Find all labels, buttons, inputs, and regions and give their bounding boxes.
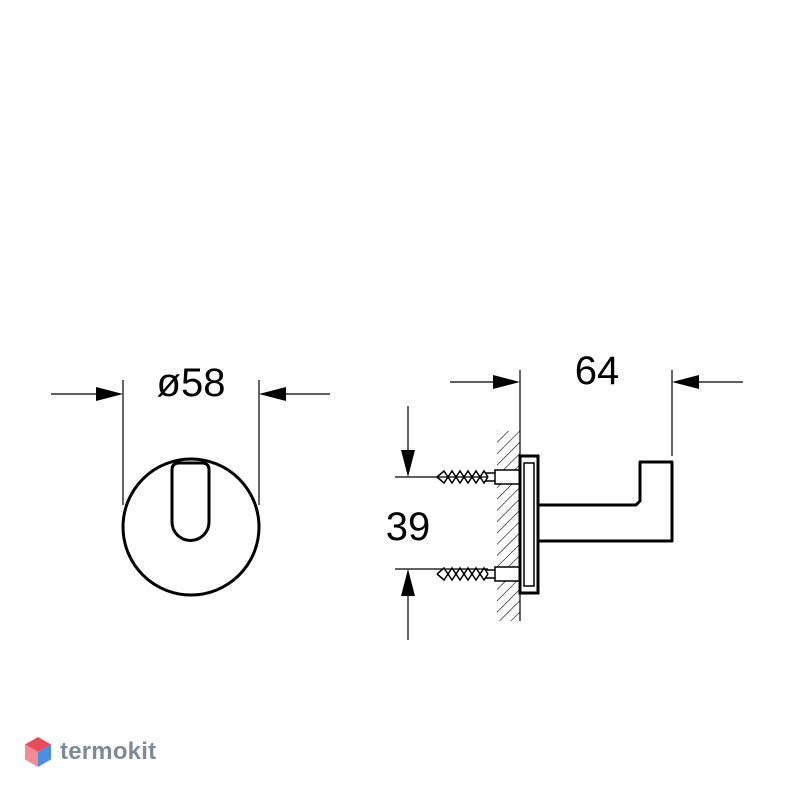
front-view: ø58 xyxy=(51,361,330,597)
height-arrow-bottom xyxy=(401,569,415,596)
wall-hatch xyxy=(497,431,520,621)
hook-arm xyxy=(538,460,674,543)
length-arrow-left xyxy=(493,375,520,389)
length-arrow-right xyxy=(672,375,699,389)
length-label: 64 xyxy=(575,349,620,393)
hexagon-logo-icon xyxy=(25,737,51,767)
side-view: 64 39 xyxy=(386,349,743,640)
diameter-label: ø58 xyxy=(157,361,226,405)
screw-lower xyxy=(436,566,521,582)
hook-slot xyxy=(170,461,211,542)
diameter-arrow-right xyxy=(259,387,286,401)
brand-text: termokit xyxy=(60,738,157,765)
mounting-plate-outer xyxy=(518,454,540,595)
termokit-logo: termokit xyxy=(24,736,156,768)
diameter-arrow-left xyxy=(96,387,123,401)
height-label: 39 xyxy=(386,505,431,549)
mounting-plate-inner xyxy=(523,462,535,587)
rosette-circle xyxy=(121,457,261,597)
height-arrow-top xyxy=(401,450,415,477)
